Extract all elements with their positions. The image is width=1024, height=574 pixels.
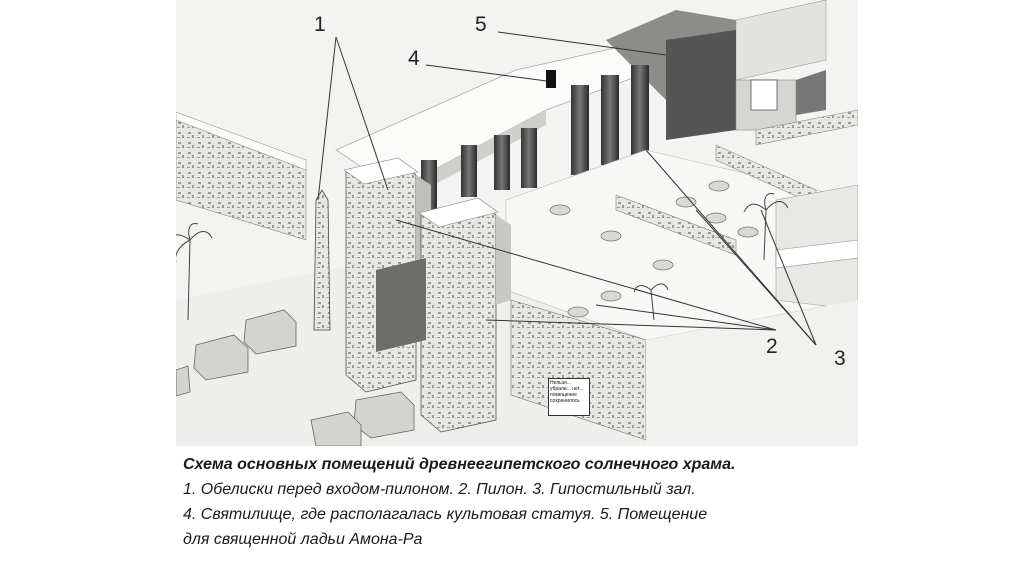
- temple-illustration: 1 4 5 2 3: [176, 0, 858, 446]
- caption-title: Схема основных помещений древнеегипетско…: [183, 452, 863, 477]
- temple-drawing: [176, 0, 858, 446]
- caption-line-1: 1. Обелиски перед входом-пилоном. 2. Пил…: [183, 477, 863, 502]
- callout-1: 1: [314, 14, 326, 35]
- callout-3: 3: [834, 348, 846, 369]
- caption-line-3: для священной ладьи Амона-Ра: [183, 527, 863, 552]
- callout-5: 5: [475, 14, 487, 35]
- obelisk: [314, 190, 330, 330]
- info-plaque: Нельзя... убрали... нет... помещение сох…: [548, 378, 590, 416]
- callout-2: 2: [766, 336, 778, 357]
- figure-caption: Схема основных помещений древнеегипетско…: [183, 452, 863, 552]
- caption-line-2: 4. Святилище, где располагалась культова…: [183, 502, 863, 527]
- callout-4: 4: [408, 48, 420, 69]
